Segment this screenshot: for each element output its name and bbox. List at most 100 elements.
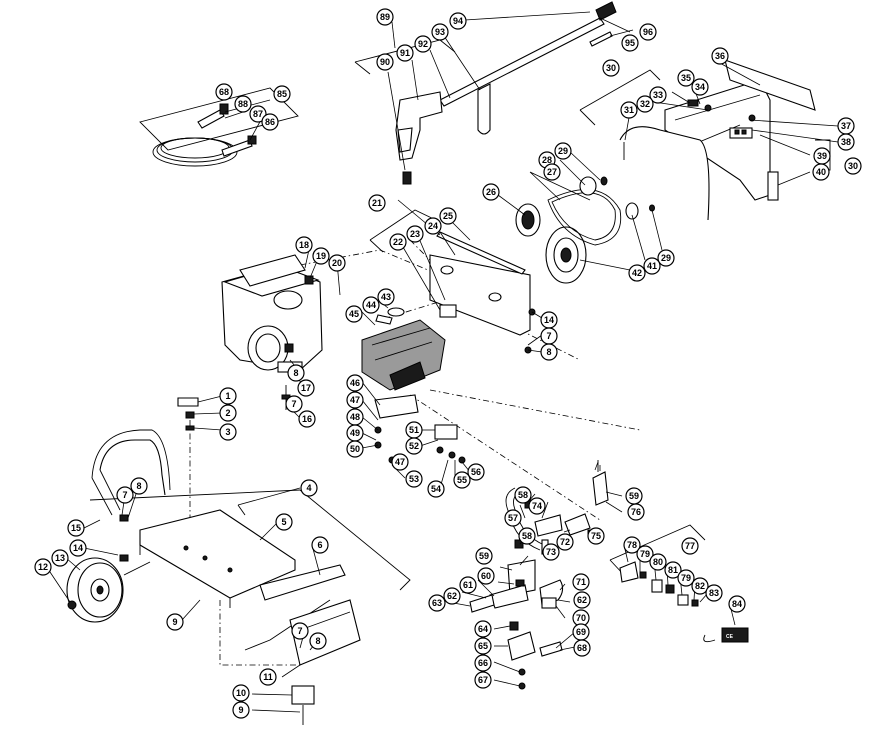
svg-text:8: 8: [315, 636, 320, 646]
wheel: [66, 557, 151, 623]
svg-text:95: 95: [625, 38, 635, 48]
svg-text:2: 2: [225, 408, 230, 418]
svg-text:58: 58: [522, 531, 532, 541]
svg-text:7: 7: [297, 626, 302, 636]
svg-text:78: 78: [627, 540, 637, 550]
callout-61: 61: [459, 576, 477, 594]
callout-52: 52: [405, 437, 423, 455]
svg-text:1: 1: [225, 391, 230, 401]
callout-7: 7: [116, 486, 134, 504]
svg-text:68: 68: [577, 643, 587, 653]
callout-38: 38: [837, 133, 855, 151]
decal-text: CE: [726, 634, 734, 640]
unloader-plumbing: [469, 460, 699, 690]
callout-11: 11: [259, 668, 277, 686]
svg-text:8: 8: [136, 481, 141, 491]
callout-58: 58: [518, 527, 536, 545]
svg-text:5: 5: [281, 517, 286, 527]
svg-text:42: 42: [632, 268, 642, 278]
svg-text:55: 55: [457, 475, 467, 485]
callout-92: 92: [414, 35, 432, 53]
callout-56: 56: [467, 463, 485, 481]
svg-text:39: 39: [817, 151, 827, 161]
callout-35: 35: [677, 69, 695, 87]
callout-42: 42: [628, 264, 646, 282]
callout-36: 36: [711, 47, 729, 65]
callout-8: 8: [287, 364, 305, 382]
warning-decal: CE: [703, 627, 749, 643]
callout-77: 77: [681, 537, 699, 555]
svg-text:79: 79: [681, 573, 691, 583]
callout-21: 21: [368, 194, 386, 212]
svg-text:49: 49: [350, 428, 360, 438]
callout-45: 45: [345, 305, 363, 323]
callout-33: 33: [649, 86, 667, 104]
svg-text:47: 47: [395, 457, 405, 467]
svg-text:81: 81: [668, 565, 678, 575]
svg-text:15: 15: [71, 523, 81, 533]
callout-84: 84: [728, 595, 746, 613]
svg-text:88: 88: [238, 99, 248, 109]
callout-9: 9: [166, 613, 184, 631]
callout-67: 67: [474, 671, 492, 689]
callout-37: 37: [837, 117, 855, 135]
callout-47: 47: [346, 391, 364, 409]
callout-66: 66: [474, 654, 492, 672]
svg-text:41: 41: [647, 261, 657, 271]
callout-1: 1: [219, 387, 237, 405]
svg-text:4: 4: [306, 483, 311, 493]
svg-text:92: 92: [418, 39, 428, 49]
svg-text:56: 56: [471, 467, 481, 477]
svg-text:70: 70: [576, 613, 586, 623]
callout-24: 24: [424, 217, 442, 235]
svg-text:76: 76: [631, 507, 641, 517]
svg-text:67: 67: [478, 675, 488, 685]
callout-8: 8: [540, 343, 558, 361]
callout-90: 90: [376, 53, 394, 71]
callout-94: 94: [449, 12, 467, 30]
callout-4: 4: [300, 479, 318, 497]
svg-text:36: 36: [715, 51, 725, 61]
svg-text:80: 80: [653, 557, 663, 567]
svg-text:48: 48: [350, 412, 360, 422]
callout-15: 15: [67, 519, 85, 537]
svg-text:44: 44: [366, 300, 376, 310]
callout-19: 19: [312, 247, 330, 265]
svg-text:34: 34: [695, 82, 705, 92]
callout-54: 54: [427, 480, 445, 498]
svg-text:8: 8: [546, 347, 551, 357]
svg-text:51: 51: [409, 425, 419, 435]
callout-5: 5: [275, 513, 293, 531]
svg-text:24: 24: [428, 221, 438, 231]
callout-14: 14: [69, 539, 87, 557]
svg-text:29: 29: [558, 146, 568, 156]
callout-16: 16: [298, 410, 316, 428]
svg-text:13: 13: [55, 553, 65, 563]
callout-73: 73: [542, 543, 560, 561]
callout-32: 32: [636, 95, 654, 113]
svg-text:69: 69: [576, 627, 586, 637]
callout-43: 43: [377, 288, 395, 306]
callout-6: 6: [311, 536, 329, 554]
svg-text:83: 83: [709, 588, 719, 598]
svg-text:77: 77: [685, 541, 695, 551]
svg-text:7: 7: [291, 399, 296, 409]
svg-text:45: 45: [349, 309, 359, 319]
svg-text:79: 79: [640, 549, 650, 559]
svg-text:47: 47: [350, 395, 360, 405]
svg-text:52: 52: [409, 441, 419, 451]
callout-50: 50: [346, 440, 364, 458]
callout-86: 86: [261, 113, 279, 131]
callout-53: 53: [405, 470, 423, 488]
svg-text:57: 57: [508, 513, 518, 523]
svg-text:64: 64: [478, 624, 488, 634]
svg-text:71: 71: [576, 577, 586, 587]
callout-81: 81: [664, 561, 682, 579]
callout-79: 79: [636, 545, 654, 563]
callout-29: 29: [554, 142, 572, 160]
callout-14: 14: [540, 311, 558, 329]
svg-text:21: 21: [372, 198, 382, 208]
callout-76: 76: [627, 503, 645, 521]
